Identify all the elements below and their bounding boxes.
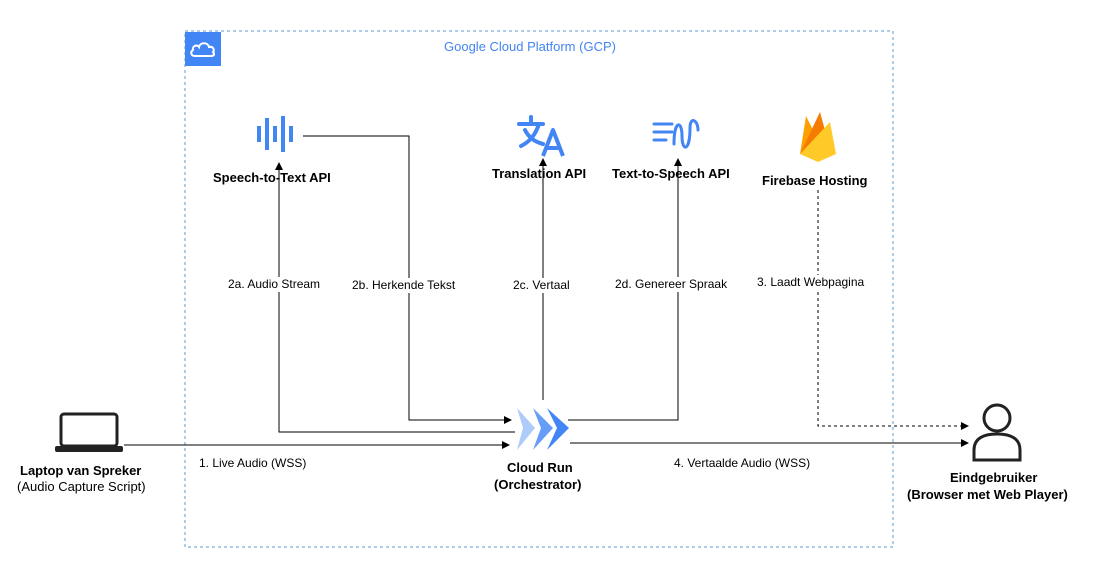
edge-label-vertaalde-audio: 4. Vertaalde Audio (WSS) xyxy=(672,456,813,471)
edge-audio-stream xyxy=(275,162,515,433)
edge-label-vertaal: 2c. Vertaal xyxy=(511,278,572,293)
laptop-icon xyxy=(54,412,124,454)
stt-title: Speech-to-Text API xyxy=(213,170,331,185)
edge-label-herkende-tekst: 2b. Herkende Tekst xyxy=(350,278,458,293)
user-icon xyxy=(968,402,1026,462)
gcp-boundary xyxy=(184,30,894,548)
translate-icon xyxy=(517,114,569,158)
cloud-icon xyxy=(185,32,221,66)
firebase-title: Firebase Hosting xyxy=(762,173,868,188)
translation-title: Translation API xyxy=(492,166,587,181)
firebase-icon xyxy=(796,110,840,164)
cloudrun-title: Cloud Run xyxy=(507,460,573,475)
user-subtitle: (Browser met Web Player) xyxy=(907,487,1068,502)
laptop-subtitle: (Audio Capture Script) xyxy=(17,479,146,494)
user-title: Eindgebruiker xyxy=(950,470,1038,485)
tts-title: Text-to-Speech API xyxy=(612,166,730,181)
edge-label-genereer-spraak: 2d. Genereer Spraak xyxy=(613,277,730,292)
speech-wave-icon xyxy=(652,116,702,156)
cloud-run-icon xyxy=(513,404,571,454)
audio-waveform-icon xyxy=(255,114,301,154)
edge-label-live-audio: 1. Live Audio (WSS) xyxy=(197,456,309,471)
edge-label-laadt-webpagina: 3. Laadt Webpagina xyxy=(755,275,867,290)
cloudrun-subtitle: (Orchestrator) xyxy=(494,477,582,492)
edge-laadt-webpagina xyxy=(817,190,969,430)
laptop-title: Laptop van Spreker xyxy=(20,463,142,478)
gcp-title: Google Cloud Platform (GCP) xyxy=(444,39,616,54)
edge-genereer-spraak xyxy=(568,158,682,421)
edge-label-audio-stream: 2a. Audio Stream xyxy=(226,277,323,292)
